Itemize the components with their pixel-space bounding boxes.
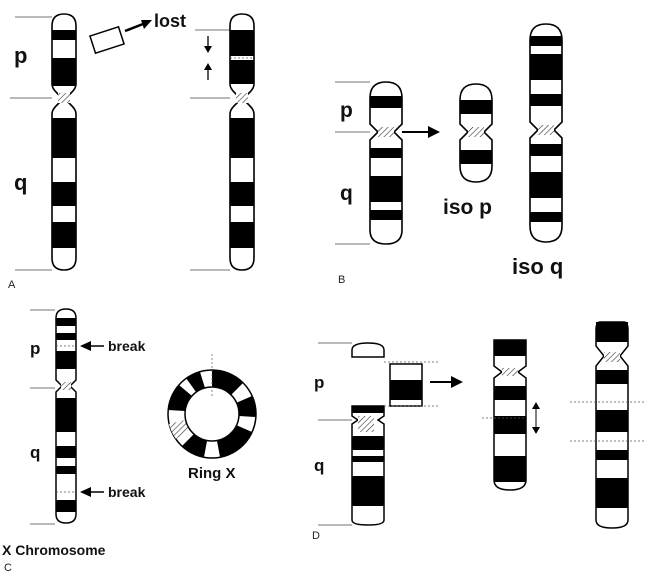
panel-d-q-label: q xyxy=(314,456,324,475)
panel-a-letter: A xyxy=(8,279,16,291)
panel-c-q-label: q xyxy=(30,443,40,462)
panel-b-p-label: p xyxy=(340,99,353,122)
panel-d: p q xyxy=(312,321,646,542)
lost-segment xyxy=(89,25,125,55)
panel-a: p q lost xyxy=(8,11,255,291)
remaining-chromosome xyxy=(351,405,385,526)
panel-b: p q iso p iso q xyxy=(335,23,563,286)
ring-x-label: Ring X xyxy=(188,465,236,482)
lost-label: lost xyxy=(154,11,186,31)
inverted-segment xyxy=(384,363,440,407)
iso-q-label: iso q xyxy=(512,254,563,279)
panel-a-p-label: p xyxy=(14,43,27,68)
break-arrow-bottom-icon xyxy=(80,487,91,497)
panel-a-q-label: q xyxy=(14,170,27,195)
x-chromosome-caption: X Chromosome xyxy=(2,542,106,558)
panel-c-p-label: p xyxy=(30,339,40,358)
panel-b-q-label: q xyxy=(340,182,353,205)
iso-p-label: iso p xyxy=(443,196,492,219)
isochromosome-d-2 xyxy=(570,321,646,529)
right-arrow-d-icon xyxy=(451,376,463,388)
deleted-x-chromosome xyxy=(229,13,255,271)
panel-d-p-label: p xyxy=(314,373,324,392)
normal-x-chromosome xyxy=(51,13,77,271)
down-arrow-icon xyxy=(204,46,212,53)
iso-q-chromosome xyxy=(529,23,563,243)
panel-c-letter: C xyxy=(4,562,12,574)
iso-p-chromosome xyxy=(459,83,493,183)
normal-x-chromosome-b xyxy=(369,81,403,245)
break-arrow-top-icon xyxy=(80,341,91,351)
isochromosome-d-1 xyxy=(482,339,540,491)
panel-b-letter: B xyxy=(338,274,345,286)
break-bottom-label: break xyxy=(108,484,146,500)
p-arm-tip-fragment xyxy=(351,342,440,363)
up-arrow-icon xyxy=(204,63,212,70)
ring-x-chromosome xyxy=(167,354,257,459)
right-arrow-icon xyxy=(428,126,440,138)
x-chromosome-c xyxy=(55,308,77,524)
panel-c: p q break break xyxy=(2,308,257,574)
break-top-label: break xyxy=(108,338,146,354)
panel-d-letter: D xyxy=(312,530,320,542)
